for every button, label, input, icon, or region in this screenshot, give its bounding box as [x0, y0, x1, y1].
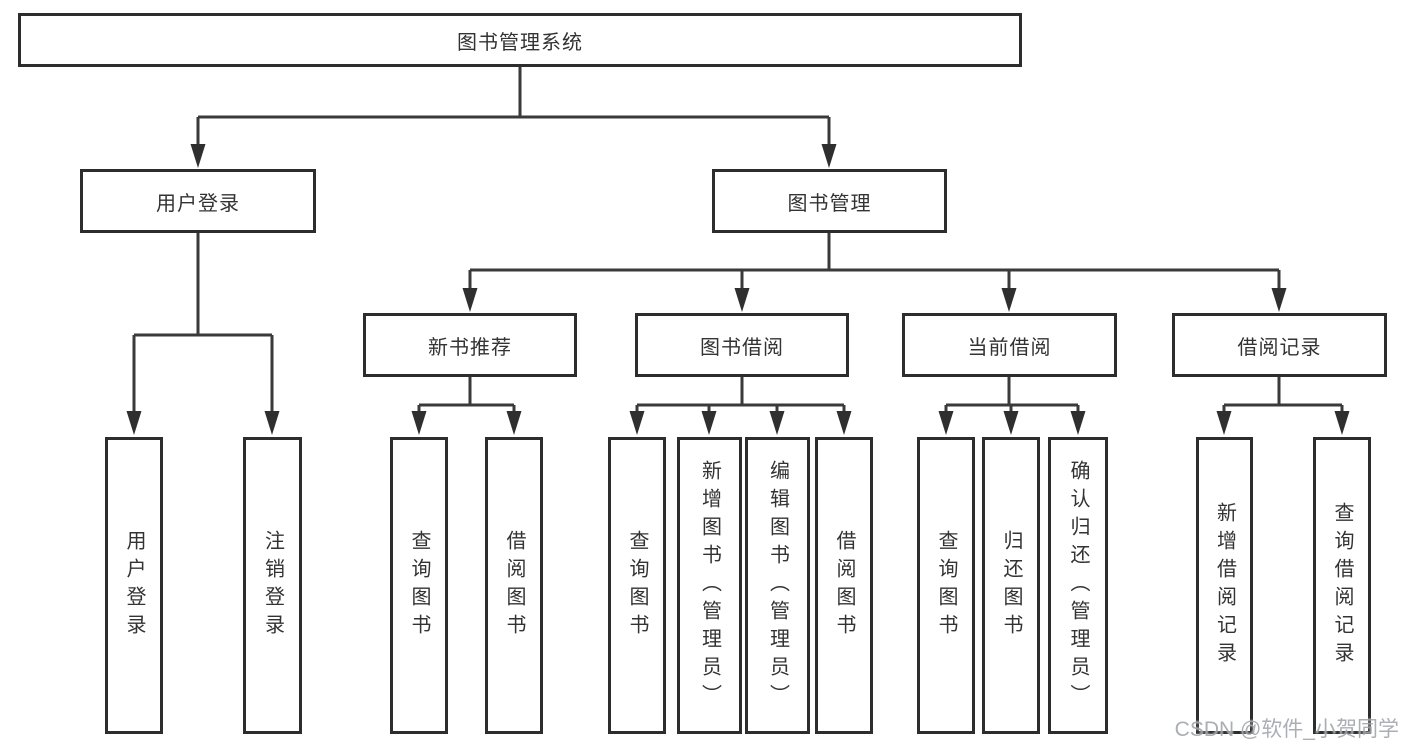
leaf-borrow-books-recommend-label: 借阅图书: [503, 529, 525, 642]
arrow-down-icon: [462, 288, 478, 312]
node-new-book-recommend-label: 新书推荐: [428, 336, 512, 359]
arrow-down-icon: [701, 411, 717, 435]
node-user-login: 用户登录: [80, 169, 316, 233]
leaf-confirm-return-admin-label: 确认归还（管理员）: [1067, 459, 1089, 712]
leaf-edit-books-admin-label: 编辑图书（管理员）: [766, 459, 789, 712]
node-current-borrowing-label: 当前借阅: [967, 336, 1052, 359]
node-current-borrowing: 当前借阅: [902, 313, 1117, 377]
leaf-user-login-label: 用户登录: [123, 529, 145, 642]
connector-user-login-to-leaves: [132, 233, 274, 412]
arrow-down-icon: [1003, 411, 1019, 435]
arrow-down-icon: [836, 411, 852, 435]
connector-records-to-leaves: [1222, 377, 1344, 414]
connector-book-management-to-level3: [468, 233, 1281, 290]
leaf-borrow-books-borrowing: 借阅图书: [815, 437, 873, 734]
node-book-management: 图书管理: [712, 169, 947, 233]
csdn-watermark: CSDN @软件_小贺同学: [1174, 718, 1399, 741]
node-book-borrowing-label: 图书借阅: [700, 336, 784, 359]
arrow-down-icon: [821, 144, 837, 168]
arrow-down-icon: [1216, 411, 1232, 435]
node-new-book-recommend: 新书推荐: [363, 313, 577, 377]
arrow-down-icon: [126, 411, 142, 435]
leaf-query-books-current: 查询图书: [917, 437, 975, 734]
leaf-return-books-label: 归还图书: [1000, 529, 1022, 642]
leaf-user-login: 用户登录: [105, 437, 163, 734]
leaf-add-books-admin: 新增图书（管理员）: [677, 437, 742, 734]
arrow-down-icon: [506, 411, 522, 435]
arrow-down-icon: [1334, 411, 1350, 435]
node-borrowing-records: 借阅记录: [1172, 313, 1387, 377]
connector-current-to-leaves: [944, 377, 1080, 414]
leaf-return-books: 归还图书: [982, 437, 1040, 734]
leaf-add-books-admin-label: 新增图书（管理员）: [698, 459, 721, 712]
leaf-query-books-borrowing-label: 查询图书: [626, 529, 648, 642]
connector-borrowing-to-leaves: [635, 377, 846, 414]
leaf-add-borrow-record-label: 新增借阅记录: [1213, 501, 1236, 670]
arrow-down-icon: [1271, 288, 1287, 312]
arrow-down-icon: [1070, 411, 1086, 435]
node-user-login-label: 用户登录: [156, 192, 240, 215]
arrow-down-icon: [938, 411, 954, 435]
node-borrowing-records-label: 借阅记录: [1237, 336, 1322, 359]
arrow-down-icon: [629, 411, 645, 435]
arrow-down-icon: [190, 144, 206, 168]
arrow-down-icon: [411, 411, 427, 435]
leaf-query-borrow-record: 查询借阅记录: [1313, 437, 1371, 734]
leaf-query-books-borrowing: 查询图书: [608, 437, 666, 734]
node-book-management-label: 图书管理: [787, 192, 872, 215]
arrow-down-icon: [734, 288, 750, 312]
leaf-query-borrow-record-label: 查询借阅记录: [1331, 501, 1353, 670]
node-library-management-system-label: 图书管理系统: [457, 31, 583, 54]
connector-root-to-level2: [196, 67, 831, 146]
arrowheads: [126, 144, 1350, 435]
node-library-management-system: 图书管理系统: [18, 13, 1022, 67]
arrow-down-icon: [1001, 288, 1017, 312]
arrow-down-icon: [769, 411, 785, 435]
connector-new-book-to-leaves: [417, 377, 516, 414]
leaf-add-borrow-record: 新增借阅记录: [1196, 437, 1253, 734]
leaf-logout-label: 注销登录: [261, 529, 284, 642]
leaf-borrow-books-borrowing-label: 借阅图书: [833, 529, 855, 642]
leaf-query-books-current-label: 查询图书: [935, 529, 957, 642]
leaf-query-books-recommend-label: 查询图书: [408, 529, 430, 642]
leaf-logout: 注销登录: [243, 437, 302, 734]
arrow-down-icon: [264, 411, 280, 435]
leaf-confirm-return-admin: 确认归还（管理员）: [1048, 437, 1108, 734]
node-book-borrowing: 图书借阅: [635, 313, 849, 377]
leaf-edit-books-admin: 编辑图书（管理员）: [745, 437, 810, 734]
leaf-query-books-recommend: 查询图书: [390, 437, 448, 734]
leaf-borrow-books-recommend: 借阅图书: [485, 437, 543, 734]
